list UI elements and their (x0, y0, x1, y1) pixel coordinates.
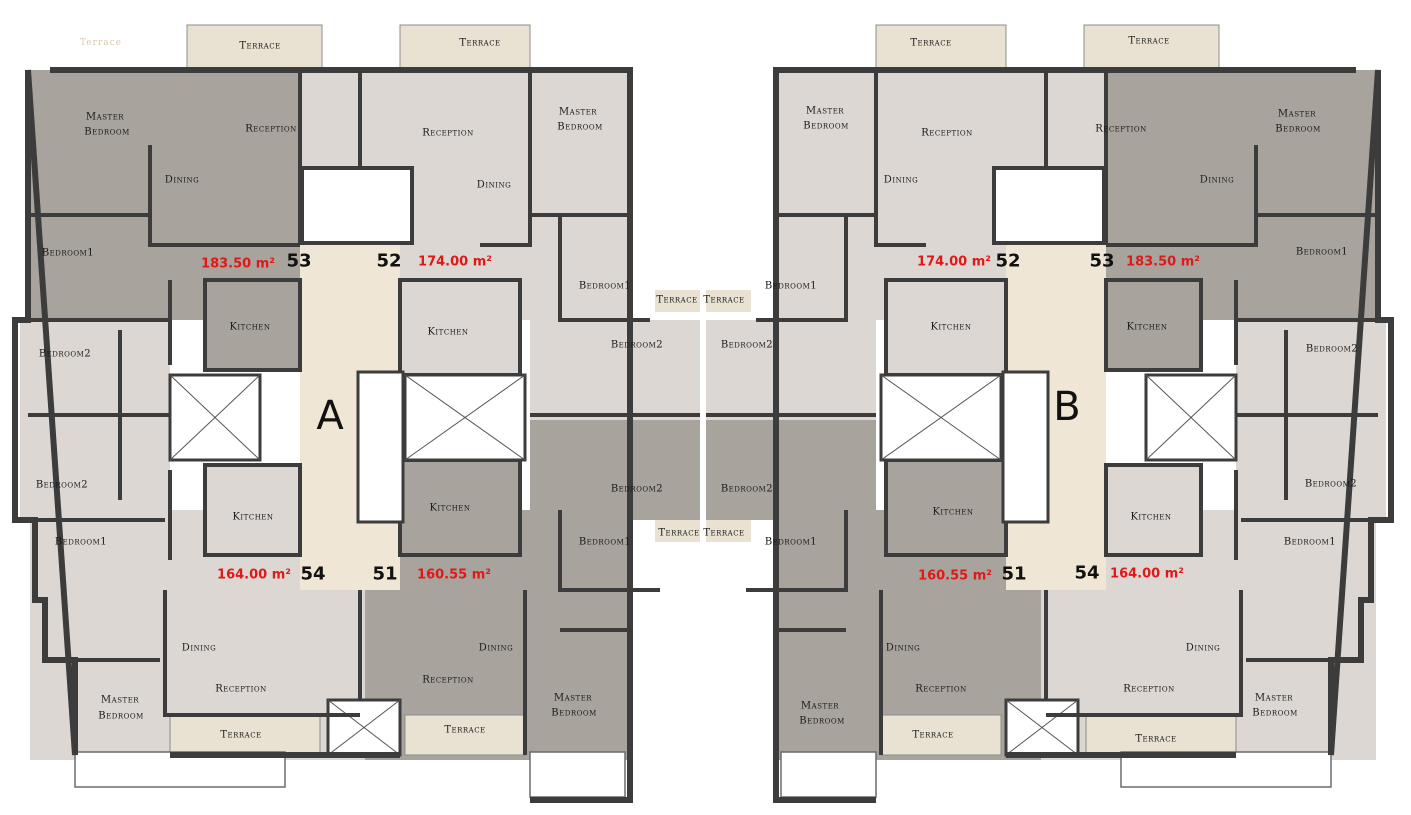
terrace-label: Terrace (656, 294, 698, 306)
kitchen-label: Kitchen (229, 321, 271, 333)
reception-label: Reception (1095, 123, 1147, 135)
unit-area: 174.00 m² (418, 254, 492, 270)
terrace-label: Terrace (444, 724, 486, 736)
unit-number: 51 (1001, 563, 1027, 585)
kitchen-label: Kitchen (1126, 321, 1168, 333)
unit-number: 53 (286, 250, 312, 272)
master-bedroom-label: Bedroom (1252, 707, 1298, 719)
master-bedroom-label: Master (85, 111, 125, 123)
terrace-label: Terrace (658, 527, 700, 539)
bedroom1-label: Bedroom1 (1295, 246, 1349, 258)
reception-label: Reception (245, 123, 297, 135)
bedroom1-label: Bedroom1 (764, 280, 818, 292)
bedroom1-label: Bedroom1 (764, 536, 818, 548)
unit-area: 160.55 m² (918, 568, 992, 584)
master-bedroom-label: Bedroom (803, 120, 849, 132)
dining-label: Dining (476, 179, 512, 191)
unit-area: 174.00 m² (917, 254, 991, 270)
kitchen-label: Kitchen (930, 321, 972, 333)
unit-number: 52 (995, 250, 1021, 272)
unit-area: 183.50 m² (1126, 254, 1200, 270)
master-bedroom-label: Master (100, 694, 140, 706)
unit-number: 51 (372, 563, 398, 585)
master-bedroom-label: Master (1254, 692, 1294, 704)
master-bedroom-label: Master (800, 700, 840, 712)
terrace-label: Terrace (1135, 733, 1177, 745)
bedroom2-label: Bedroom2 (720, 339, 774, 351)
bedroom1-label: Bedroom1 (41, 247, 95, 259)
bedroom2-label: Bedroom2 (610, 339, 664, 351)
reception-label: Reception (1123, 683, 1175, 695)
master-bedroom-label: Bedroom (799, 715, 845, 727)
terrace-watermark: Terrace (80, 38, 122, 48)
master-bedroom-label: Bedroom (98, 710, 144, 722)
kitchen-label: Kitchen (932, 506, 974, 518)
dining-label: Dining (164, 174, 200, 186)
master-bedroom-label: Master (553, 692, 593, 704)
master-bedroom-label: Bedroom (84, 126, 130, 138)
bedroom2-label: Bedroom2 (720, 483, 774, 495)
master-bedroom-label: Bedroom (551, 707, 597, 719)
bedroom1-label: Bedroom1 (54, 536, 108, 548)
terrace-label: Terrace (239, 40, 281, 52)
master-bedroom-label: Bedroom (557, 121, 603, 133)
kitchen-label: Kitchen (427, 326, 469, 338)
dining-label: Dining (478, 642, 514, 654)
bedroom1-label: Bedroom1 (578, 536, 632, 548)
reception-label: Reception (921, 127, 973, 139)
terrace-label: Terrace (703, 294, 745, 306)
kitchen-label: Kitchen (232, 511, 274, 523)
master-bedroom-label: Master (558, 106, 598, 118)
unit-area: 183.50 m² (201, 256, 275, 272)
bedroom1-label: Bedroom1 (1283, 536, 1337, 548)
terrace-label: Terrace (220, 729, 262, 741)
reception-label: Reception (422, 127, 474, 139)
unit-area: 160.55 m² (417, 567, 491, 583)
terrace-label: Terrace (910, 37, 952, 49)
terrace-label: Terrace (703, 527, 745, 539)
bedroom2-label: Bedroom2 (38, 348, 92, 360)
bedroom2-label: Bedroom2 (610, 483, 664, 495)
unit-area: 164.00 m² (217, 567, 291, 583)
building-b-plan (706, 24, 1394, 803)
building-a-plan (12, 24, 700, 803)
unit-number: 54 (300, 563, 326, 585)
building-b-label: B (1053, 384, 1081, 430)
building-a-label: A (316, 393, 344, 439)
bedroom2-label: Bedroom2 (35, 479, 89, 491)
kitchen-label: Kitchen (429, 502, 471, 514)
dining-label: Dining (1199, 174, 1235, 186)
dining-label: Dining (885, 642, 921, 654)
unit-number: 52 (376, 250, 402, 272)
dining-label: Dining (181, 642, 217, 654)
reception-label: Reception (422, 674, 474, 686)
master-bedroom-label: Master (1277, 108, 1317, 120)
terrace-label: Terrace (459, 37, 501, 49)
master-bedroom-label: Master (805, 105, 845, 117)
bedroom2-label: Bedroom2 (1305, 343, 1359, 355)
terrace-label: Terrace (1128, 35, 1170, 47)
dining-label: Dining (883, 174, 919, 186)
reception-label: Reception (915, 683, 967, 695)
dining-label: Dining (1185, 642, 1221, 654)
kitchen-label: Kitchen (1130, 511, 1172, 523)
reception-label: Reception (215, 683, 267, 695)
unit-area: 164.00 m² (1110, 566, 1184, 582)
master-bedroom-label: Bedroom (1275, 123, 1321, 135)
unit-number: 54 (1074, 562, 1100, 584)
bedroom2-label: Bedroom2 (1304, 478, 1358, 490)
bedroom1-label: Bedroom1 (578, 280, 632, 292)
terrace-label: Terrace (912, 729, 954, 741)
unit-number: 53 (1089, 250, 1115, 272)
